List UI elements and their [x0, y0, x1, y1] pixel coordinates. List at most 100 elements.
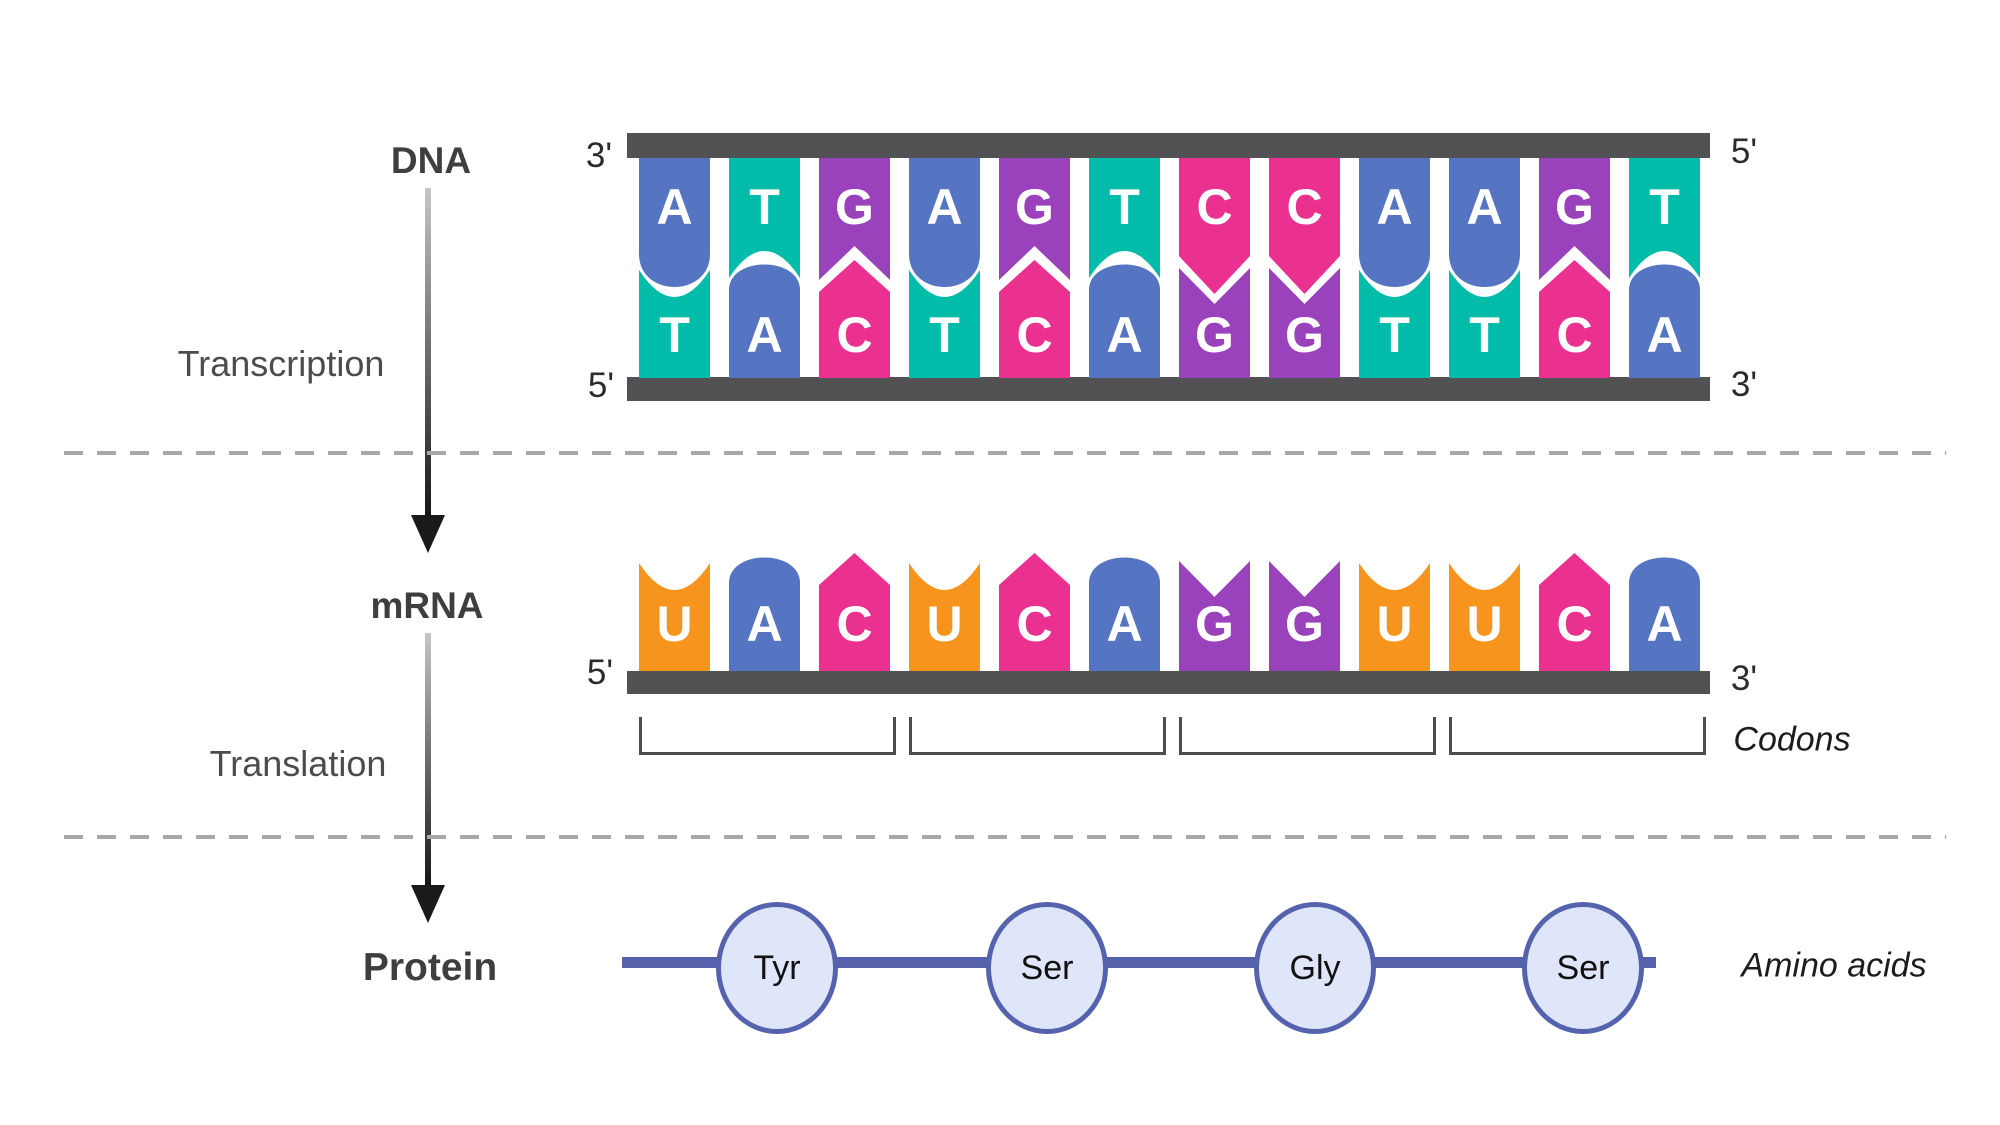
- dna-top-tile-10-A: A: [1449, 158, 1520, 287]
- svg-text:T: T: [1379, 307, 1410, 363]
- dna-top-tile-2-T: T: [729, 158, 800, 278]
- dna-top-backbone: [627, 133, 1710, 158]
- svg-text:A: A: [746, 307, 782, 363]
- translation-label: Translation: [209, 743, 387, 784]
- svg-text:U: U: [1376, 596, 1412, 652]
- dna-bottom-tile-7-G: G: [1179, 268, 1250, 378]
- mrna-tile-4-U: U: [909, 563, 980, 671]
- mrna-tile-12-A: A: [1629, 557, 1700, 671]
- amino-acid-circle-1-Tyr: Tyr: [716, 902, 838, 1034]
- mrna-tile-11-C: C: [1539, 553, 1610, 671]
- svg-text:T: T: [1109, 179, 1140, 235]
- svg-text:U: U: [1466, 596, 1502, 652]
- mrna-tile-7-G: G: [1179, 561, 1250, 671]
- codon-bracket-4: [1449, 717, 1706, 755]
- svg-text:T: T: [659, 307, 690, 363]
- mrna-right-prime-label: 3': [1730, 659, 1758, 698]
- svg-text:A: A: [1646, 596, 1682, 652]
- dna-bottom-tile-10-T: T: [1449, 270, 1520, 378]
- dna-bottom-tile-1-T: T: [639, 270, 710, 378]
- dna-bottom-tile-11-C: C: [1539, 260, 1610, 378]
- svg-text:A: A: [1646, 307, 1682, 363]
- mrna-tile-9-U: U: [1359, 563, 1430, 671]
- codon-bracket-3: [1179, 717, 1436, 755]
- dna-label: DNA: [390, 140, 472, 181]
- mrna-tile-1-U: U: [639, 563, 710, 671]
- svg-text:C: C: [1556, 307, 1592, 363]
- amino-acids-label: Amino acids: [1741, 946, 1927, 985]
- amino-acid-label: Tyr: [753, 948, 801, 987]
- svg-text:A: A: [746, 596, 782, 652]
- transcription-arrow-icon: [411, 188, 445, 553]
- dna-top-tile-9-A: A: [1359, 158, 1430, 287]
- mrna-tile-3-C: C: [819, 553, 890, 671]
- svg-text:T: T: [749, 179, 780, 235]
- dna-top-tile-4-A: A: [909, 158, 980, 287]
- dna-bottom-tile-12-A: A: [1629, 264, 1700, 378]
- dna-top-tile-3-G: G: [819, 158, 890, 280]
- mrna-tile-2-A: A: [729, 557, 800, 671]
- amino-acid-circle-2-Ser: Ser: [986, 902, 1108, 1034]
- amino-acid-label: Ser: [1020, 948, 1074, 987]
- amino-acid-label: Ser: [1556, 948, 1610, 987]
- mrna-tile-10-U: U: [1449, 563, 1520, 671]
- divider-dashed-line-2: [64, 835, 1946, 839]
- svg-text:T: T: [1649, 179, 1680, 235]
- protein-label: Protein: [362, 946, 498, 989]
- translation-arrow-icon: [411, 633, 445, 923]
- svg-text:C: C: [836, 596, 872, 652]
- svg-text:C: C: [1196, 179, 1232, 235]
- mrna-tile-5-C: C: [999, 553, 1070, 671]
- dna-top-right-prime-label: 5': [1730, 132, 1758, 171]
- dna-top-tile-6-T: T: [1089, 158, 1160, 278]
- dna-bottom-tile-2-A: A: [729, 264, 800, 378]
- dna-top-tile-1-A: A: [639, 158, 710, 287]
- dna-bottom-tile-5-C: C: [999, 260, 1070, 378]
- amino-acid-circle-4-Ser: Ser: [1522, 902, 1644, 1034]
- svg-text:A: A: [1376, 179, 1412, 235]
- mrna-label: mRNA: [370, 585, 484, 626]
- svg-text:T: T: [1469, 307, 1500, 363]
- svg-text:C: C: [1016, 596, 1052, 652]
- svg-text:C: C: [1016, 307, 1052, 363]
- svg-text:U: U: [926, 596, 962, 652]
- dna-bottom-backbone: [627, 377, 1710, 401]
- codon-bracket-2: [909, 717, 1166, 755]
- peptide-backbone-line: [622, 957, 1656, 968]
- svg-text:A: A: [1466, 179, 1502, 235]
- svg-text:U: U: [656, 596, 692, 652]
- dna-top-tile-12-T: T: [1629, 158, 1700, 278]
- svg-text:G: G: [835, 179, 874, 235]
- mrna-tile-6-A: A: [1089, 557, 1160, 671]
- svg-text:G: G: [1285, 596, 1324, 652]
- svg-text:T: T: [929, 307, 960, 363]
- transcription-label: Transcription: [177, 343, 385, 384]
- svg-text:G: G: [1195, 596, 1234, 652]
- mrna-left-prime-label: 5': [586, 653, 614, 692]
- svg-text:A: A: [656, 179, 692, 235]
- dna-top-tile-8-C: C: [1269, 158, 1340, 294]
- svg-text:A: A: [1106, 596, 1142, 652]
- svg-text:G: G: [1555, 179, 1594, 235]
- dna-bottom-tile-9-T: T: [1359, 270, 1430, 378]
- svg-text:G: G: [1285, 307, 1324, 363]
- mrna-backbone: [627, 671, 1710, 694]
- dna-top-left-prime-label: 3': [585, 136, 613, 175]
- svg-text:G: G: [1015, 179, 1054, 235]
- dna-bottom-tile-3-C: C: [819, 260, 890, 378]
- codon-bracket-1: [639, 717, 896, 755]
- mrna-tile-8-G: G: [1269, 561, 1340, 671]
- svg-text:C: C: [836, 307, 872, 363]
- dna-bottom-right-prime-label: 3': [1730, 365, 1758, 404]
- dna-top-tile-5-G: G: [999, 158, 1070, 280]
- svg-text:C: C: [1286, 179, 1322, 235]
- amino-acid-circle-3-Gly: Gly: [1254, 902, 1376, 1034]
- dna-top-tile-7-C: C: [1179, 158, 1250, 294]
- dna-bottom-tile-4-T: T: [909, 270, 980, 378]
- divider-dashed-line-1: [64, 451, 1946, 455]
- dna-bottom-tile-6-A: A: [1089, 264, 1160, 378]
- svg-text:A: A: [926, 179, 962, 235]
- svg-text:C: C: [1556, 596, 1592, 652]
- codons-label: Codons: [1733, 720, 1851, 759]
